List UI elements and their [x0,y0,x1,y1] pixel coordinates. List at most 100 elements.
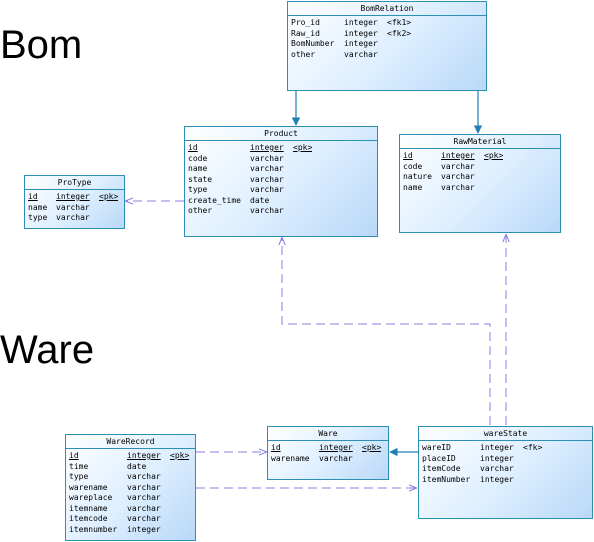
attribute-type: integer [56,192,90,201]
attribute-key: <pk> [293,143,313,152]
attribute-type: integer [480,453,514,463]
attribute-type: integer [127,524,161,534]
attribute-name: name [403,182,423,192]
attribute-type: varchar [441,161,475,171]
attribute-name: wareID [422,443,451,452]
dependency-line-warestate-product [282,238,491,425]
attribute-name: itemname [69,503,108,513]
attribute-name: name [188,164,208,173]
entity-title: Ware [268,427,388,441]
attribute-name: Raw_id [291,28,320,38]
attribute-name: id [188,143,198,152]
attribute-type: varchar [441,172,475,181]
attribute-name: type [28,213,48,222]
attribute-type: varchar [250,185,284,194]
attribute-type: integer [480,443,514,452]
entity-title: wareState [419,427,592,441]
section-label-ware: Ware [0,328,95,372]
attribute-type: varchar [127,493,161,502]
attribute-name: itemcode [69,514,108,523]
entity-title: ProType [25,176,124,190]
attribute-row: name varchar [403,183,557,194]
attribute-name: nature [403,172,432,181]
attribute-type: varchar [319,453,353,463]
attribute-name: code [403,161,423,171]
attribute-name: type [188,185,208,194]
entity-title: BomRelation [288,2,486,16]
attribute-type: varchar [480,464,514,473]
attribute-type: integer [250,143,284,152]
attribute-type: varchar [250,153,284,163]
attribute-type: varchar [344,49,378,59]
attribute-row: other varchar [291,50,483,61]
attribute-row: warename varchar [271,454,385,465]
attribute-type: varchar [56,202,90,212]
attribute-type: integer [344,39,378,48]
entity-title: Product [185,127,377,141]
attribute-name: BomNumber [291,39,335,48]
attribute-row: code varchar [403,162,557,173]
attribute-name: id [28,192,38,201]
attribute-name: Pro_id [291,18,320,27]
entity-title: RawMaterial [400,135,560,149]
attribute-row: nature varchar [403,172,557,183]
section-label-bom: Bom [0,23,83,67]
attribute-name: id [69,451,79,460]
attribute-type: varchar [127,503,161,513]
attribute-row: type varchar [28,213,121,224]
attribute-row: id integer <pk> [188,143,374,154]
attribute-key: <pk> [362,443,382,452]
attribute-name: state [188,174,213,184]
attribute-key: <pk> [99,192,119,201]
attribute-row: type varchar [188,185,374,196]
attribute-type: varchar [250,174,284,184]
attribute-row: itemname varchar [69,504,192,515]
attribute-row: id integer <pk> [28,192,121,203]
attribute-type: varchar [127,482,161,492]
attribute-type: varchar [56,213,90,222]
attribute-key: <fk> [523,443,543,452]
attribute-name: other [291,49,316,59]
attribute-row: itemCode varchar [422,464,589,475]
attribute-row: BomNumber integer [291,39,483,50]
attribute-type: date [127,461,147,471]
attribute-type: varchar [441,182,475,192]
attribute-name: itemNumber [422,474,471,484]
attribute-type: integer [480,474,514,484]
attribute-name: itemCode [422,464,461,473]
attribute-type: varchar [127,514,161,523]
attribute-name: warename [271,453,310,463]
attribute-name: type [69,472,89,481]
attribute-type: date [250,195,270,205]
attribute-key: <fk1> [387,18,412,27]
attribute-type: integer [441,151,475,160]
